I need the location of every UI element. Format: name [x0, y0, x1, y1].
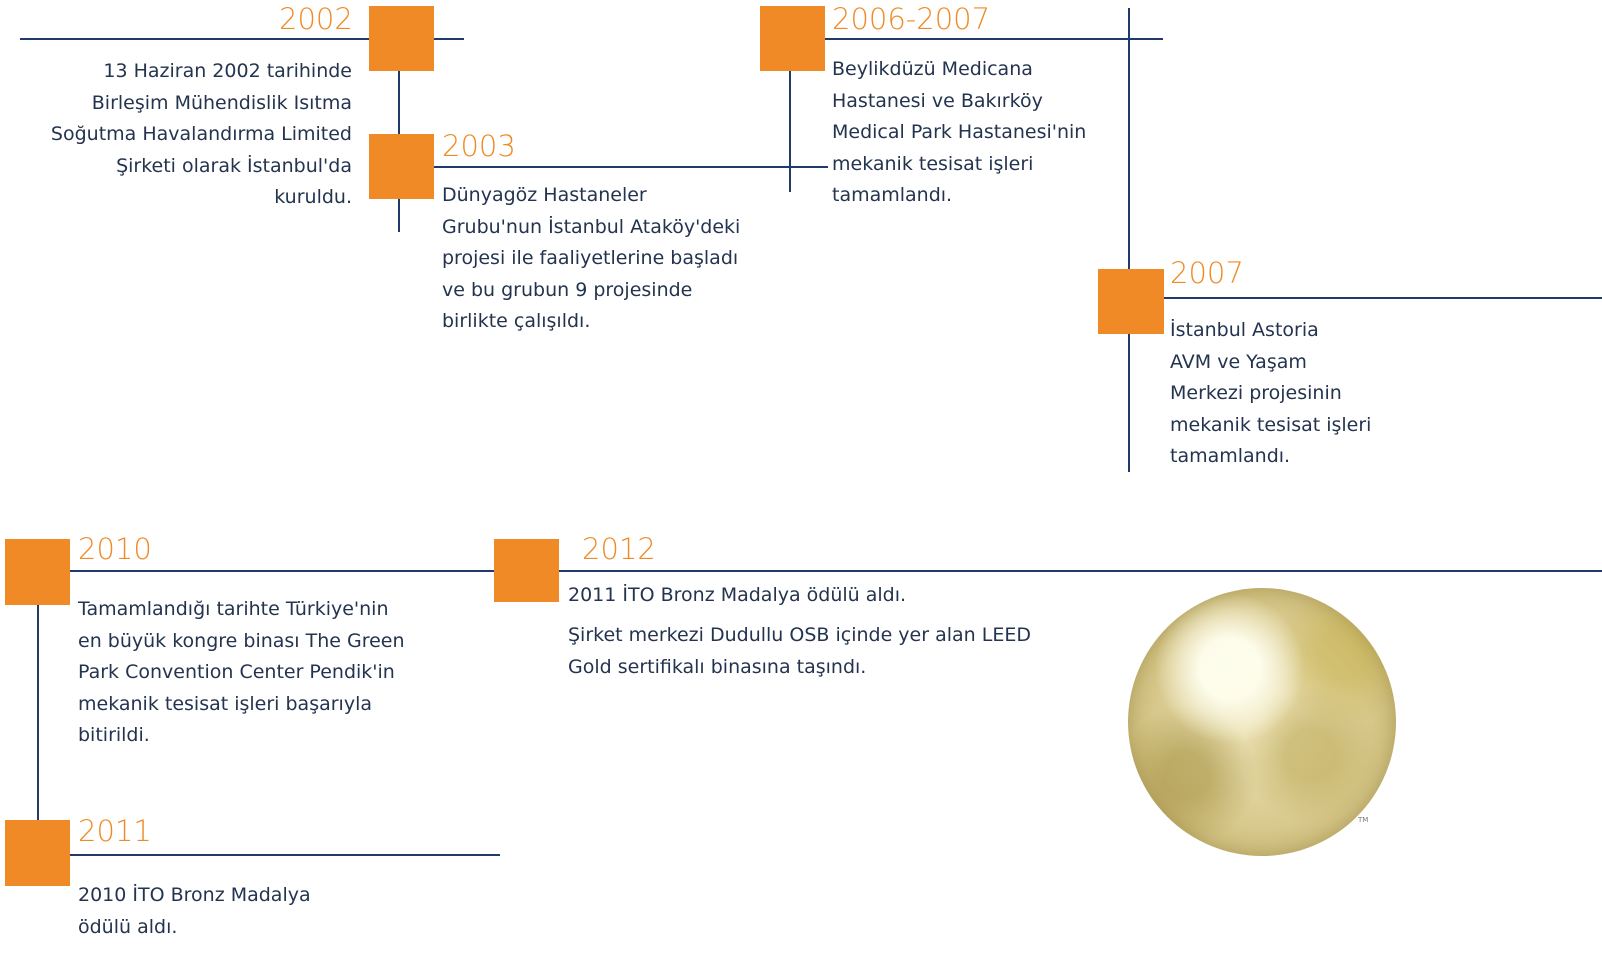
year-marker-2006-2007	[760, 6, 825, 71]
timeline-line-2010	[70, 570, 1602, 572]
year-marker-2012	[494, 539, 559, 602]
year-2010: 2010	[78, 532, 152, 566]
text-line: ve bu grubun 9 projesinde	[442, 278, 693, 301]
timeline-line-2002	[20, 38, 464, 40]
text-line: Birleşim Mühendislik Isıtma	[91, 91, 352, 114]
year-2007: 2007	[1170, 256, 1244, 290]
year-2006-2007: 2006-2007	[832, 2, 991, 36]
year-marker-2002	[369, 6, 434, 71]
timeline-line-2011	[70, 854, 500, 856]
timeline-line-2003	[434, 166, 828, 168]
event-text-2010: Tamamlandığı tarihte Türkiye'nin en büyü…	[78, 594, 458, 752]
text-line: Park Convention Center Pendik'in	[78, 661, 395, 683]
text-line: projesi ile faaliyetlerine başladı	[442, 247, 739, 269]
text-line: tamamlandı.	[1170, 445, 1291, 467]
event-text-2006-2007: Beylikdüzü Medicana Hastanesi ve Bakırkö…	[832, 54, 1132, 212]
text-line: Dünyagöz Hastaneler	[442, 184, 647, 206]
timeline-line-2006-vertical	[789, 70, 791, 192]
year-marker-2007	[1098, 269, 1164, 334]
text-line: Beylikdüzü Medicana	[832, 58, 1033, 80]
text-line: Soğutma Havalandırma Limited	[50, 123, 352, 145]
text-line: 2011 İTO Bronz Madalya ödülü aldı.	[568, 584, 907, 606]
event-text-2007: İstanbul Astoria AVM ve Yaşam Merkezi pr…	[1170, 315, 1430, 473]
year-marker-2003	[369, 134, 434, 199]
year-2002: 2002	[279, 2, 353, 36]
text-line: 2010 İTO Bronz Madalya	[78, 884, 311, 906]
year-2011: 2011	[78, 814, 152, 848]
timeline-line-2006-2007-vertical	[1128, 8, 1130, 472]
year-marker-2011	[5, 820, 70, 886]
timeline-line-2010-vertical	[37, 605, 39, 820]
text-line: Şirket merkezi Dudullu OSB içinde yer al…	[568, 624, 1031, 646]
year-2012: 2012	[582, 532, 656, 566]
event-text-2002: 13 Haziran 2002 tarihinde Birleşim Mühen…	[16, 56, 352, 214]
medal-trademark: TM	[1358, 816, 1369, 824]
text-line: Gold sertifikalı binasına taşındı.	[568, 655, 867, 678]
bronze-medal-image	[1128, 588, 1396, 856]
text-line: 13 Haziran 2002 tarihinde	[103, 60, 352, 82]
text-line: kuruldu.	[274, 186, 352, 208]
text-line: mekanik tesisat işleri başarıyla	[78, 692, 372, 715]
text-line: birlikte çalışıldı.	[442, 310, 591, 332]
text-line: mekanik tesisat işleri	[1170, 413, 1372, 436]
timeline-line-2006	[825, 38, 1163, 40]
text-line: Şirketi olarak İstanbul'da	[116, 154, 352, 177]
text-line: ödülü aldı.	[78, 915, 178, 938]
text-line: tamamlandı.	[832, 184, 953, 206]
text-line: Grubu'nun İstanbul Ataköy'deki	[442, 215, 741, 238]
year-2003: 2003	[442, 129, 516, 163]
event-text-2012: 2011 İTO Bronz Madalya ödülü aldı.	[568, 580, 1108, 612]
text-line: Tamamlandığı tarihte Türkiye'nin	[78, 598, 389, 620]
event-text-2012-second: Şirket merkezi Dudullu OSB içinde yer al…	[568, 620, 1108, 683]
text-line: İstanbul Astoria	[1170, 319, 1319, 341]
text-line: Hastanesi ve Bakırköy	[832, 89, 1043, 112]
text-line: Merkezi projesinin	[1170, 382, 1342, 404]
year-marker-2010	[5, 539, 70, 605]
text-line: bitirildi.	[78, 724, 150, 746]
text-line: mekanik tesisat işleri	[832, 152, 1034, 175]
text-line: en büyük kongre binası The Green	[78, 629, 405, 652]
text-line: AVM ve Yaşam	[1170, 350, 1307, 373]
event-text-2011: 2010 İTO Bronz Madalya ödülü aldı.	[78, 880, 378, 943]
timeline-line-2007	[1164, 297, 1602, 299]
event-text-2003: Dünyagöz Hastaneler Grubu'nun İstanbul A…	[442, 180, 802, 338]
text-line: Medical Park Hastanesi'nin	[832, 121, 1087, 143]
